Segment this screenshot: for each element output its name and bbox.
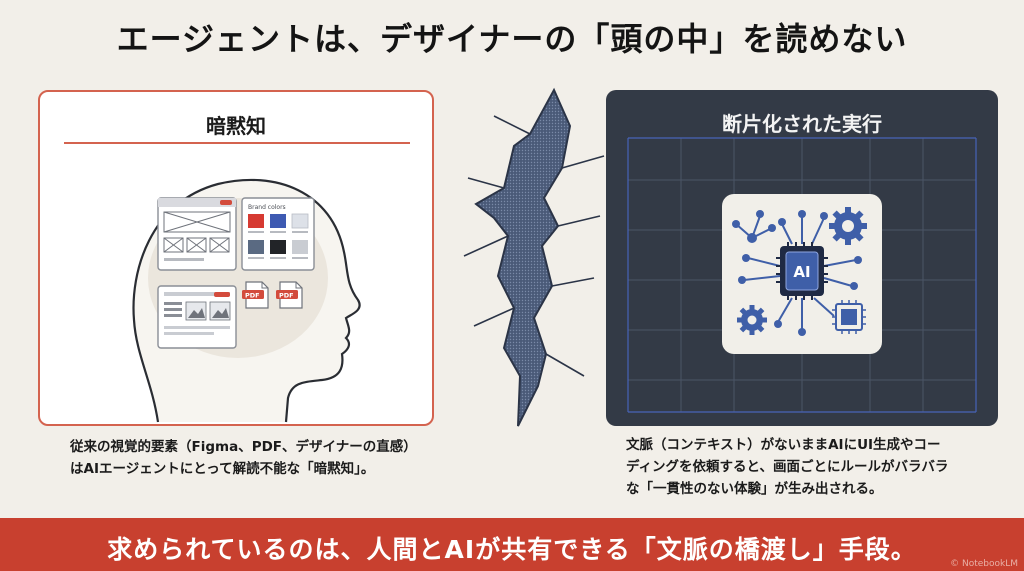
fragmented-execution-caption: 文脈（コンテキスト）がないままAIにUI生成やコー ディングを依頼すると、画面ご… — [626, 437, 949, 497]
wireframe-card — [157, 197, 237, 271]
conclusion-banner: 求められているのは、人間とAIが共有できる「文脈の橋渡し」手段。 © Noteb… — [0, 518, 1024, 571]
ui-mock-card — [157, 285, 237, 349]
brand-colors-card: Brand colors — [241, 197, 315, 271]
pdf-file-icon-1: PDF — [242, 281, 269, 309]
swatch-light — [291, 213, 309, 229]
conclusion-text: 求められているのは、人間とAIが共有できる「文脈の橋渡し」手段。 — [107, 535, 917, 564]
ai-chip-icon: AI — [776, 242, 828, 300]
fragmented-execution-panel: 断片化された実行 — [606, 90, 998, 426]
swatch-slate — [248, 240, 264, 254]
ai-circuit-illustration: AI — [722, 194, 882, 354]
pdf-file-icon-2: PDF — [276, 281, 303, 309]
tacit-knowledge-panel: 暗黙知 Brand colors — [38, 90, 434, 426]
gear-icon — [829, 207, 867, 245]
swatch-gray — [292, 240, 308, 254]
swatch-red — [248, 214, 264, 228]
svg-text:PDF: PDF — [279, 292, 294, 300]
tacit-knowledge-heading: 暗黙知 — [206, 114, 266, 138]
tacit-knowledge-caption: 従来の視覚的要素（Figma、PDF、デザイナーの直感） はAIエージェントにと… — [70, 439, 417, 477]
fragmented-execution-heading: 断片化された実行 — [722, 112, 882, 136]
svg-text:PDF: PDF — [245, 292, 260, 300]
gear-icon — [737, 305, 767, 335]
brand-colors-label: Brand colors — [248, 204, 286, 211]
watermark: © NotebookLM — [950, 559, 1018, 569]
swatch-blue — [270, 214, 286, 228]
microchip-icon — [832, 300, 866, 334]
swatch-black — [270, 240, 286, 254]
svg-text:AI: AI — [793, 263, 810, 281]
crack-divider — [463, 87, 605, 427]
page-title: エージェントは、デザイナーの「頭の中」を読めない — [116, 20, 908, 58]
heading-divider — [64, 142, 410, 144]
head-illustration: Brand colors — [132, 178, 361, 423]
